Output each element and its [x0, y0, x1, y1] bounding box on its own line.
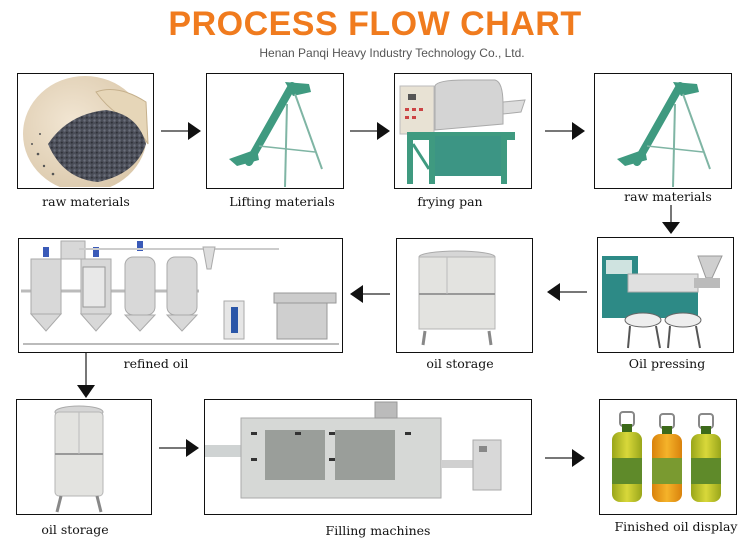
step-refined-oil-box — [18, 238, 343, 353]
step-frying-pan-box — [394, 73, 532, 189]
step-lifting-materials-label: Lifting materials — [229, 194, 335, 209]
step-oil-storage-box — [396, 238, 533, 353]
step-oil-storage-2-box — [16, 399, 152, 515]
step-finished-oil-box — [599, 399, 737, 515]
step-filling-machines-box — [204, 399, 532, 515]
arrow-right-icon — [545, 122, 585, 140]
filling-line-image — [205, 401, 502, 499]
arrow-left-icon — [350, 285, 390, 303]
storage-tank-image — [418, 250, 496, 346]
arrow-right-icon — [350, 122, 390, 140]
screw-elevator-image — [617, 82, 711, 187]
company-subtitle: Henan Panqi Heavy Industry Technology Co… — [259, 46, 525, 60]
oil-press-machine-image — [602, 255, 723, 349]
page-title: PROCESS FLOW CHART — [168, 5, 582, 43]
tall-storage-tank-image — [54, 405, 104, 513]
screw-elevator-image — [229, 82, 323, 187]
arrow-left-icon — [547, 283, 587, 301]
roaster-machine-image — [399, 79, 526, 184]
oil-bottles-image — [612, 411, 721, 502]
step-oil-storage-label: oil storage — [426, 356, 494, 371]
step-raw-materials-2-box — [594, 73, 732, 189]
step-filling-machines-label: Filling machines — [325, 523, 431, 538]
arrow-right-icon — [159, 439, 199, 457]
seeds-in-sack-image — [23, 76, 149, 187]
arrow-right-icon — [545, 449, 585, 467]
step-raw-materials-box — [17, 73, 154, 189]
step-finished-oil-label: Finished oil display — [614, 519, 738, 534]
step-lifting-materials-box — [206, 73, 344, 189]
arrow-right-icon — [161, 122, 201, 140]
step-raw-materials-label: raw materials — [42, 194, 130, 209]
arrow-down-icon — [77, 353, 95, 398]
arrow-down-icon — [662, 205, 680, 234]
step-oil-pressing-label: Oil pressing — [628, 356, 706, 371]
step-refined-oil-label: refined oil — [123, 356, 189, 371]
step-oil-pressing-box — [597, 237, 734, 353]
refinery-plant-image — [21, 240, 339, 345]
step-oil-storage-2-label: oil storage — [41, 522, 109, 537]
step-raw-materials-2-label: raw materials — [624, 189, 712, 204]
step-frying-pan-label: frying pan — [417, 194, 483, 209]
